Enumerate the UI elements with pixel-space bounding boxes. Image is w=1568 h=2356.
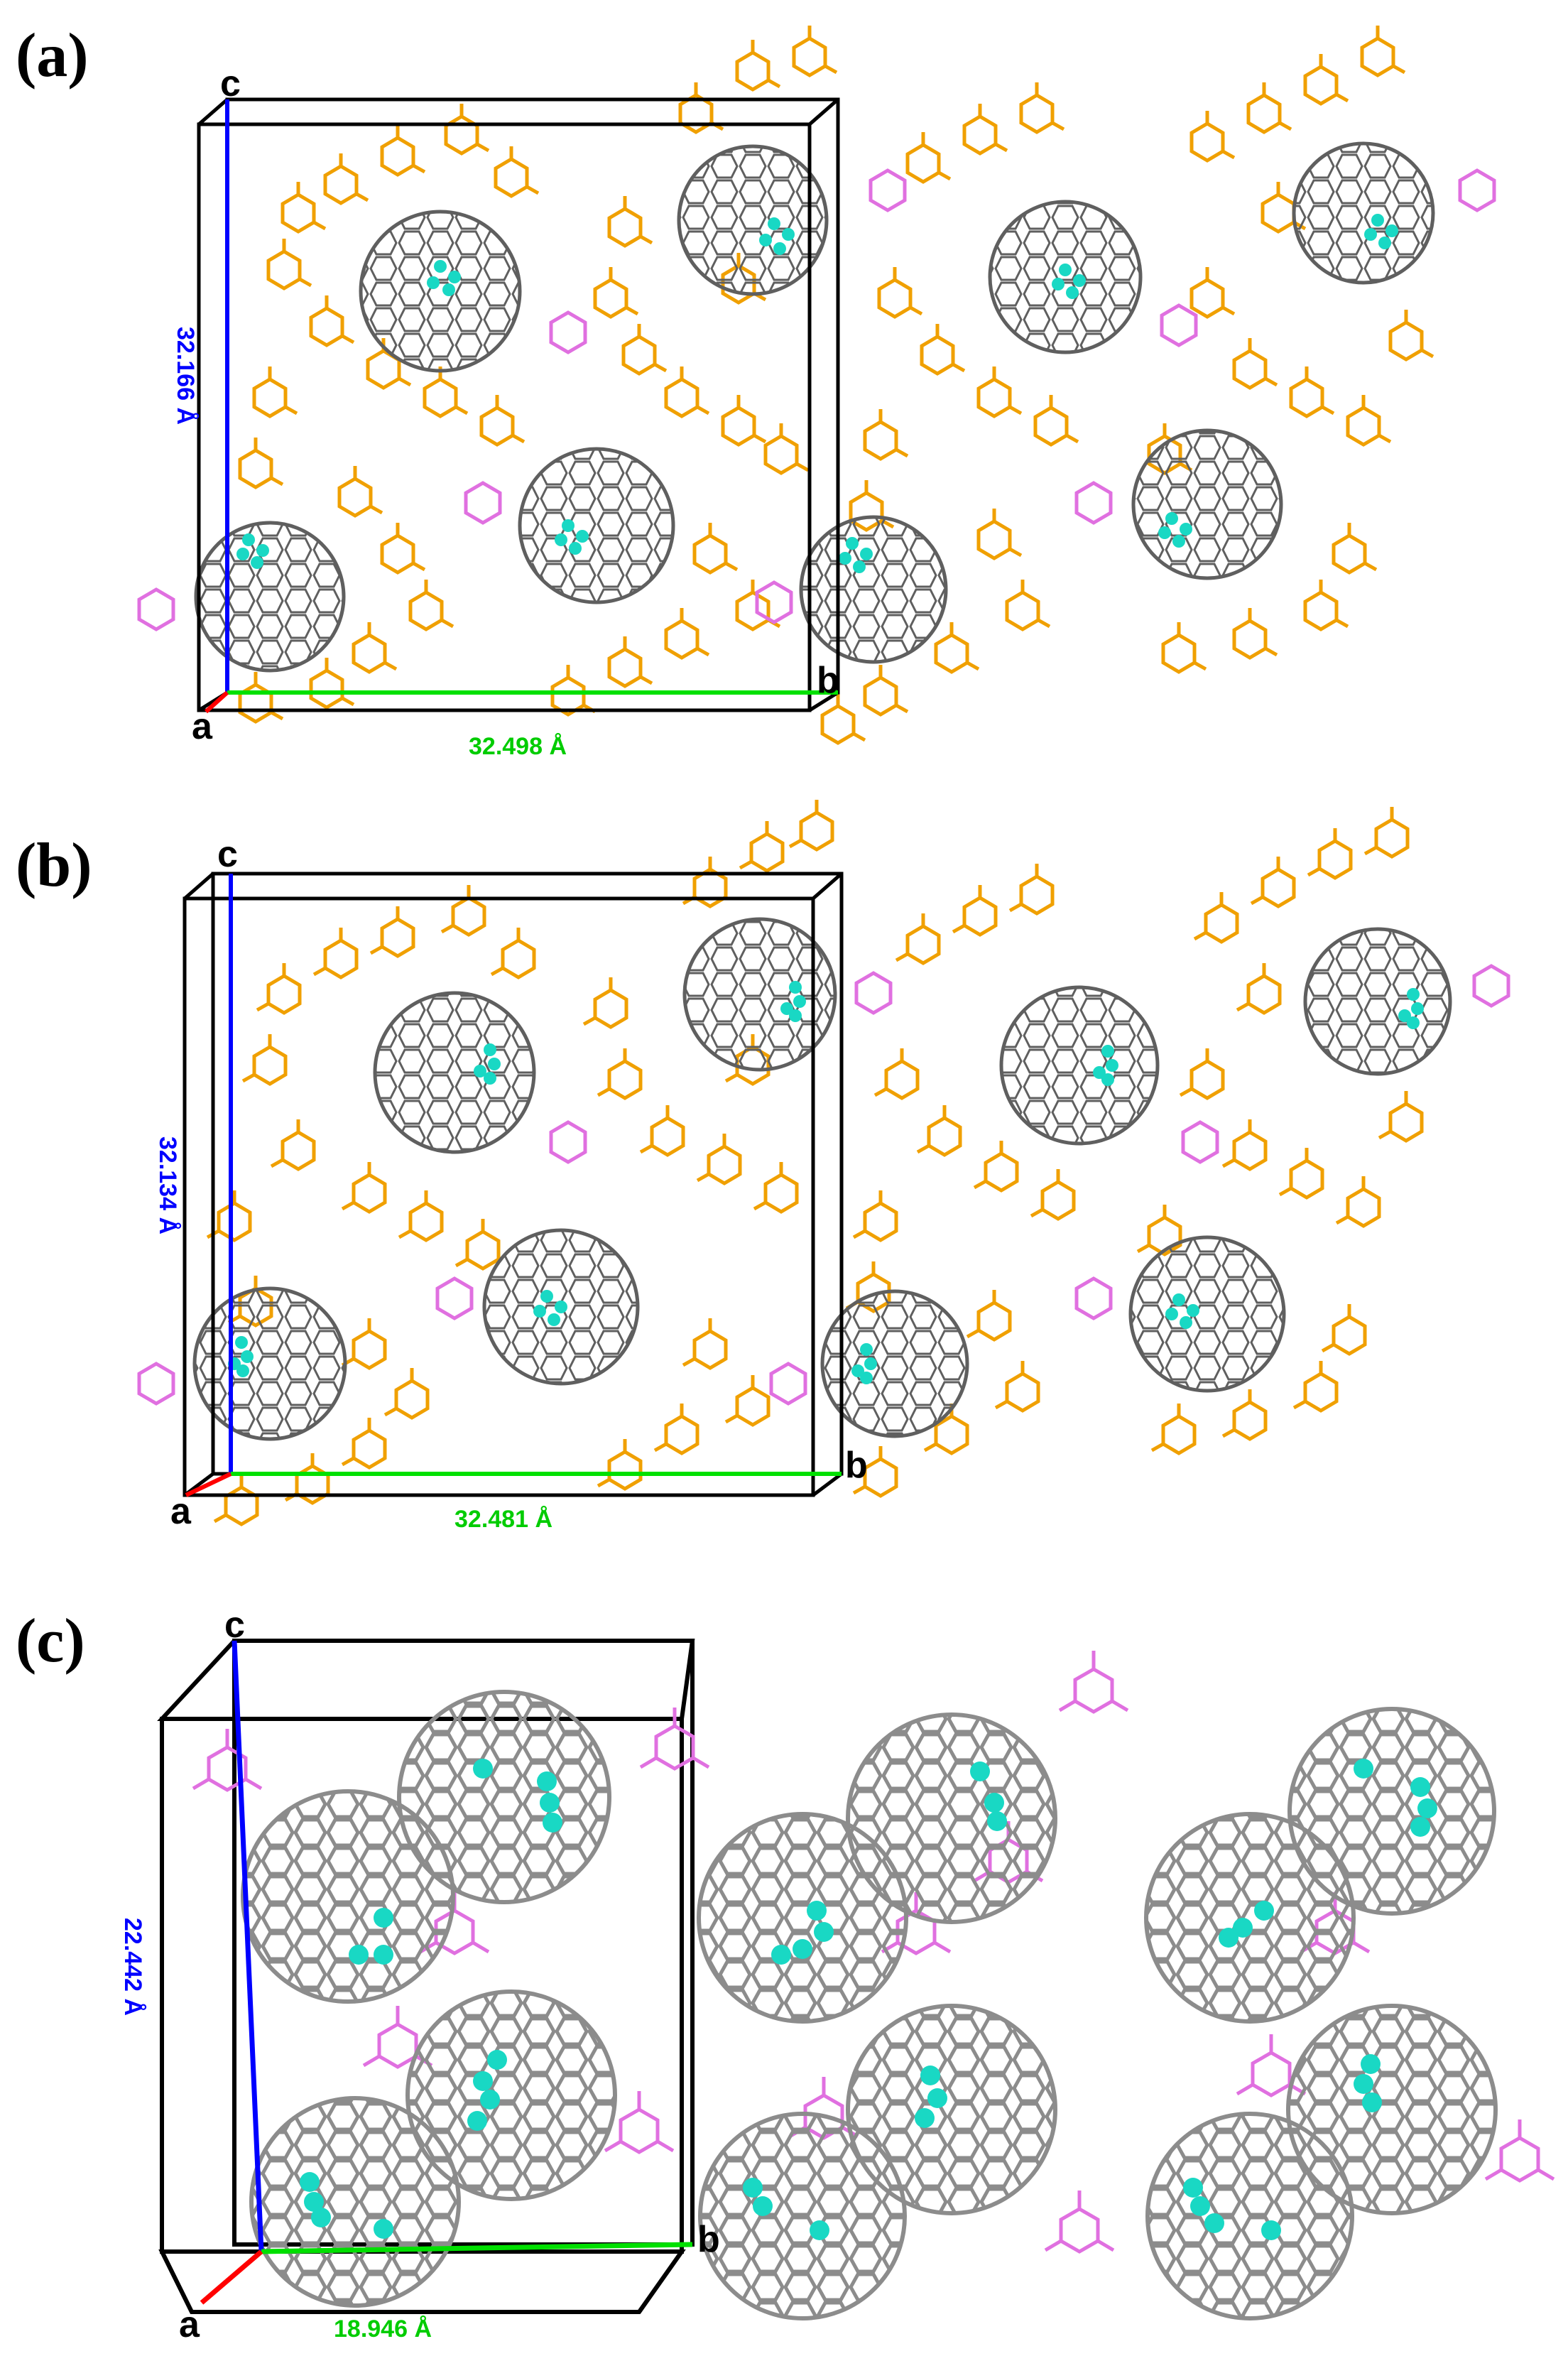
panel-label-c: (c) (16, 1607, 85, 1676)
axis-a (200, 2249, 263, 2305)
fullerene (518, 447, 675, 604)
axis-label-a: a (170, 1491, 192, 1532)
axis-label-b: b (845, 1445, 868, 1486)
fullerene-cages (194, 141, 1435, 673)
fullerene-cages (241, 1690, 1498, 2320)
fullerene (698, 2112, 907, 2320)
axis-label-c: c (220, 63, 241, 104)
fullerene (999, 985, 1160, 1146)
axis-label-b: b (697, 2219, 720, 2260)
fullerene (241, 1789, 455, 2004)
axis-label-a: a (192, 706, 213, 747)
axis-label-b: b (817, 660, 839, 701)
crystal-packing-a: c b a 32.498 Å 32.166 Å (137, 0, 1496, 760)
fullerene (373, 991, 536, 1154)
fullerene (799, 515, 948, 664)
axis-a (204, 690, 229, 714)
axis-label-c: c (217, 834, 238, 875)
cell-axes (204, 99, 838, 714)
fullerene (359, 210, 522, 373)
crystal-packing-c: c b a 18.946 Å 22.442 Å (119, 1605, 1568, 2345)
fullerene (405, 1989, 617, 2201)
fullerene (1287, 1707, 1496, 1916)
axis-c (232, 1640, 264, 2252)
fullerene (697, 1812, 908, 2024)
panel-c: (c) (0, 1534, 1568, 2356)
endohedral-clusters (300, 1759, 1437, 2240)
fullerene (1303, 927, 1452, 1076)
dimension-b: 32.481 Å (454, 1506, 552, 1533)
solvent-molecules (137, 964, 1510, 1406)
dimension-c: 22.442 Å (119, 1918, 146, 2016)
dimension-b: 32.498 Å (469, 733, 567, 760)
dimension-b: 18.946 Å (334, 2316, 432, 2343)
fullerene (1128, 1235, 1286, 1393)
dimension-c: 32.166 Å (172, 327, 199, 425)
fullerene (1145, 2112, 1354, 2320)
cell-axes (185, 874, 842, 1497)
cell-axes (200, 1640, 693, 2305)
fullerene (846, 1712, 1057, 1924)
fullerene (192, 1286, 347, 1441)
fullerene (1144, 1812, 1356, 2024)
fullerene (194, 521, 346, 673)
fullerene (1286, 2004, 1498, 2215)
axis-label-a: a (179, 2304, 200, 2345)
fullerene (397, 1690, 611, 1904)
panel-label-b: (b) (16, 831, 92, 900)
solvent-molecules (137, 168, 1496, 631)
endohedral-clusters (236, 214, 1398, 573)
axis-b (261, 2242, 693, 2254)
endohedral-clusters (228, 981, 1424, 1384)
panel-label-a: (a) (16, 21, 89, 90)
fullerene (677, 144, 829, 296)
crystal-packing-b: c b a 32.481 Å 32.134 Å (137, 767, 1510, 1533)
dimension-c: 32.134 Å (154, 1136, 181, 1234)
fullerene (846, 2004, 1057, 2215)
axis-label-c: c (224, 1605, 245, 1646)
fullerene (249, 2096, 461, 2308)
fullerene (682, 917, 837, 1072)
panel-a: (a) (0, 0, 1568, 767)
fullerene (988, 200, 1143, 354)
fullerene (1131, 428, 1283, 580)
fullerene (820, 1289, 969, 1438)
panel-b: (b) (0, 767, 1568, 1534)
fullerene (1292, 141, 1435, 285)
axis-a (185, 1472, 232, 1497)
